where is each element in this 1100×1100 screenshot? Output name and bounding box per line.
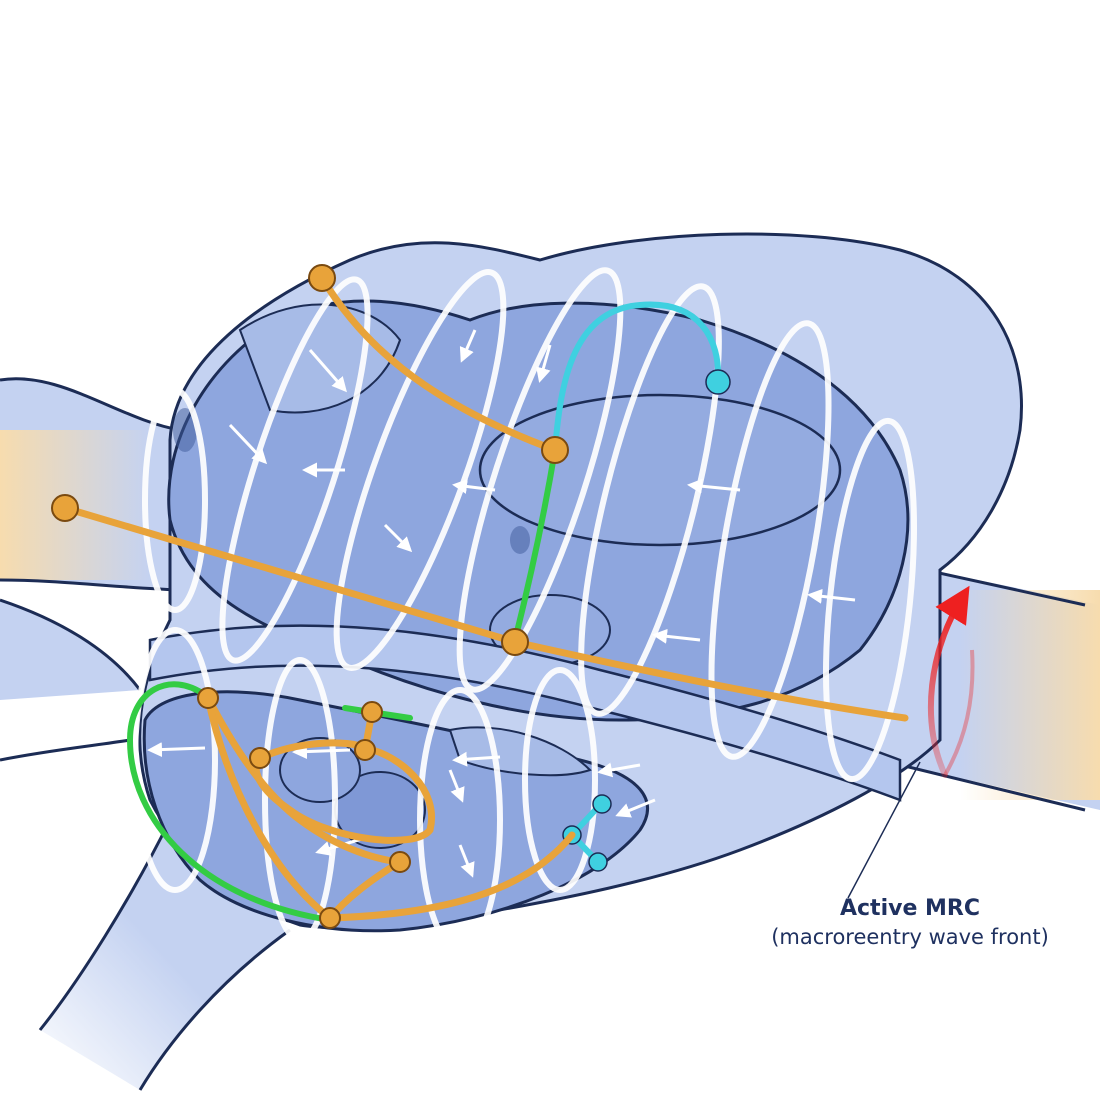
active-mrc-title: Active MRC [839, 896, 981, 921]
propagation-arrows [147, 329, 856, 878]
red-curved-arrow-icon [928, 585, 975, 778]
orange-electrodes [51, 264, 569, 929]
active-mrc-label: Active MRC (macroreentry wave front) [760, 895, 1060, 951]
left-vessel [0, 377, 181, 592]
label-leader-line [847, 761, 921, 899]
active-mrc-subtitle: (macroreentry wave front) [771, 925, 1049, 949]
macroreentry-wave-loops [132, 267, 918, 953]
